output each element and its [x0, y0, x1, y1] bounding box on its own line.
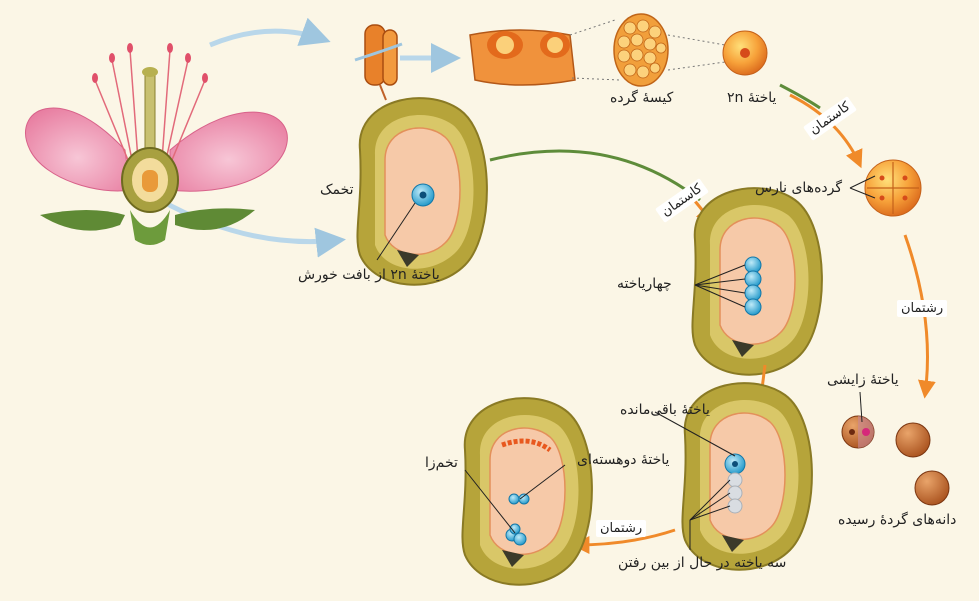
arrow-green-pollen — [780, 85, 820, 108]
pollen-sac-illustration — [614, 14, 725, 86]
stage-mitosis-pollen: رشتمان — [897, 300, 947, 317]
ovule-embryo-sac — [462, 398, 591, 585]
anther-section — [470, 20, 620, 85]
pollen-mother-cell — [723, 31, 767, 75]
ovule-initial — [357, 98, 486, 285]
label-egg-cell: تخم‌زا — [425, 455, 458, 471]
label-three-cells-dying: سه یاخته در حال از بین رفتن — [618, 555, 786, 571]
label-mature-pollen: دانه‌های گردهٔ رسیده — [838, 512, 956, 528]
label-binucleate-cell: یاختهٔ دوهسته‌ای — [577, 452, 669, 468]
arrow-flower-to-anther — [210, 31, 325, 45]
label-ovule: تخمک — [320, 182, 354, 198]
label-cell-2n-top: یاختهٔ ۲n — [727, 90, 776, 106]
label-cell-2n-nucellus: یاختهٔ ۲n از بافت خورش — [298, 267, 440, 283]
anther-illustration — [355, 25, 402, 100]
ovule-four-cells — [692, 188, 821, 375]
mature-pollen-grains — [842, 392, 949, 505]
arrow-green-ovule — [490, 151, 700, 200]
label-immature-pollen: گرده‌های نارس — [755, 180, 842, 196]
immature-pollen-tetrad — [850, 160, 921, 216]
flower-illustration — [26, 43, 288, 245]
stage-mitosis-ovule: رشتمان — [596, 520, 646, 537]
label-pollen-sac: کیسهٔ گرده — [610, 90, 673, 106]
label-generative-cell: یاختهٔ زایشی — [827, 372, 899, 388]
label-four-cells: چهاریاخته — [617, 276, 672, 292]
label-remaining-cell: یاختهٔ باقی‌مانده — [620, 402, 710, 418]
